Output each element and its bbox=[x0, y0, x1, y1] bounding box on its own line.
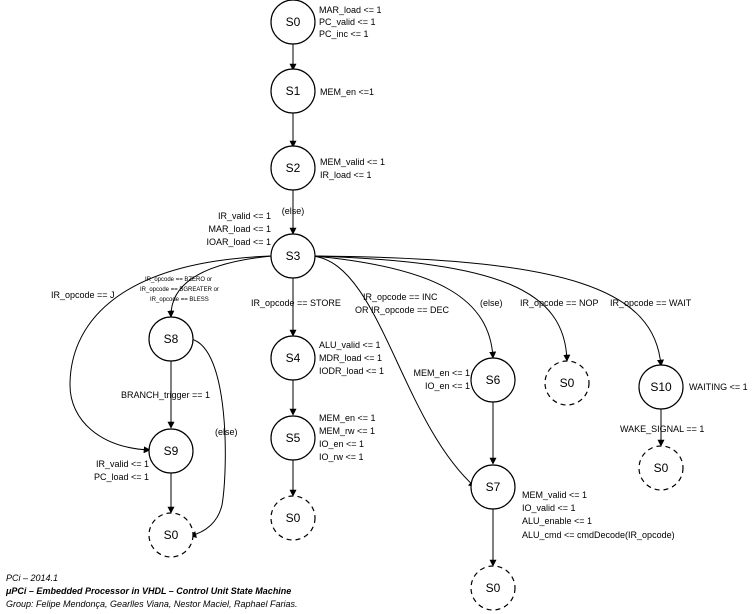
condition-s3-s8-line2: IR_opcode == BGREATER or bbox=[140, 287, 219, 293]
action-text: MDR_load <= 1 bbox=[319, 353, 382, 363]
state-label: S8 bbox=[164, 332, 179, 346]
actions-s3-entry: IR_valid <= 1 MAR_load <= 1 IOAR_load <=… bbox=[206, 211, 271, 247]
state-label: S0 bbox=[486, 581, 501, 595]
action-text: IO_rw <= 1 bbox=[319, 452, 364, 462]
footer-title: μPCi – Embedded Processor in VHDL – Cont… bbox=[6, 586, 292, 596]
state-label: S2 bbox=[286, 161, 301, 175]
action-text: IR_load <= 1 bbox=[320, 170, 372, 180]
condition-s3-s7-line1: IR_opcode == INC bbox=[363, 292, 438, 302]
action-text: MEM_en <=1 bbox=[320, 87, 374, 97]
action-text: ALU_enable <= 1 bbox=[522, 516, 592, 526]
action-text: PC_load <= 1 bbox=[94, 472, 149, 482]
action-text: MEM_en <= 1 bbox=[413, 368, 470, 378]
footer-course: PCi – 2014.1 bbox=[6, 573, 59, 583]
action-text: ALU_cmd <= cmdDecode(IR_opcode) bbox=[522, 530, 675, 540]
edge-s3-s10 bbox=[313, 255, 664, 367]
action-text: IO_en <= 1 bbox=[425, 381, 470, 391]
state-label: S0 bbox=[560, 376, 575, 390]
actions-s7: MEM_valid <= 1 IO_valid <= 1 ALU_enable … bbox=[522, 490, 675, 540]
action-text: MEM_valid <= 1 bbox=[522, 490, 587, 500]
action-text: IR_valid <= 1 bbox=[218, 211, 271, 221]
condition-s3-s7-line2: OR IR_opcode == DEC bbox=[355, 305, 450, 315]
state-label: S7 bbox=[486, 480, 501, 494]
condition-s10-s0: WAKE_SIGNAL == 1 bbox=[620, 424, 704, 434]
state-label: S6 bbox=[486, 373, 501, 387]
state-label: S0 bbox=[654, 461, 669, 475]
state-label: S5 bbox=[286, 431, 301, 445]
transitions bbox=[69, 44, 665, 567]
action-text: MAR_load <= 1 bbox=[208, 224, 271, 234]
edge-s3-nop bbox=[313, 255, 571, 362]
action-text: IO_en <= 1 bbox=[319, 439, 364, 449]
action-text: PC_valid <= 1 bbox=[319, 17, 376, 27]
edge-s3-s8 bbox=[167, 255, 273, 318]
edge-s8-s0 bbox=[189, 338, 226, 538]
state-label: S9 bbox=[164, 444, 179, 458]
state-s7: S7 bbox=[470, 464, 516, 510]
state-s5: S5 bbox=[270, 415, 316, 461]
state-label: S1 bbox=[286, 84, 301, 98]
condition-s3-s9: IR_opcode == J bbox=[51, 290, 115, 300]
action-text: PC_inc <= 1 bbox=[319, 29, 369, 39]
action-text: IR_valid <= 1 bbox=[96, 459, 149, 469]
state-label: S3 bbox=[286, 249, 301, 263]
action-text: ALU_valid <= 1 bbox=[319, 340, 381, 350]
state-s10-end: S0 bbox=[638, 445, 684, 491]
state-s6: S6 bbox=[470, 357, 516, 403]
actions-s6: MEM_en <= 1 IO_en <= 1 bbox=[413, 368, 470, 391]
action-text: MEM_rw <= 1 bbox=[319, 426, 375, 436]
state-label: S0 bbox=[286, 15, 301, 29]
condition-s3-s4: IR_opcode == STORE bbox=[251, 298, 341, 308]
actions-s10: WAITING <= 1 bbox=[689, 382, 748, 392]
action-text: WAITING <= 1 bbox=[689, 382, 748, 392]
state-s9-end: S0 bbox=[148, 512, 194, 558]
condition-s3-nop: IR_opcode == NOP bbox=[520, 298, 599, 308]
actions-s0: MAR_load <= 1 PC_valid <= 1 PC_inc <= 1 bbox=[319, 5, 382, 39]
actions-s1: MEM_en <=1 bbox=[320, 87, 374, 97]
action-text: MEM_valid <= 1 bbox=[320, 157, 385, 167]
state-s10: S10 bbox=[638, 364, 684, 410]
state-s7-end: S0 bbox=[470, 565, 516, 611]
state-s2: S2 bbox=[270, 145, 316, 191]
action-text: IO_valid <= 1 bbox=[522, 503, 576, 513]
state-s3: S3 bbox=[270, 233, 316, 279]
state-label: S4 bbox=[286, 351, 301, 365]
footer-group: Group: Felipe Mendonça, Gearlles Viana, … bbox=[6, 599, 298, 609]
action-text: MAR_load <= 1 bbox=[319, 5, 382, 15]
action-text: MEM_en <= 1 bbox=[319, 413, 376, 423]
actions-s4: ALU_valid <= 1 MDR_load <= 1 IODR_load <… bbox=[319, 340, 384, 376]
state-label: S0 bbox=[164, 528, 179, 542]
actions-s5: MEM_en <= 1 MEM_rw <= 1 IO_en <= 1 IO_rw… bbox=[319, 413, 376, 462]
state-s1: S1 bbox=[270, 68, 316, 114]
condition-s3-s6: (else) bbox=[480, 298, 503, 308]
state-nop-end: S0 bbox=[544, 360, 590, 406]
state-s5-end: S0 bbox=[270, 495, 316, 541]
action-text: IODR_load <= 1 bbox=[319, 366, 384, 376]
condition-s3-s10: IR_opcode == WAIT bbox=[610, 298, 692, 308]
actions-s2: MEM_valid <= 1 IR_load <= 1 bbox=[320, 157, 385, 180]
condition-s3-s8-line1: IR_opcode == BZERO or bbox=[145, 277, 212, 283]
action-text: IOAR_load <= 1 bbox=[206, 237, 271, 247]
edge-s3-s7 bbox=[311, 255, 476, 488]
state-label: S0 bbox=[286, 511, 301, 525]
edge-s3-s6 bbox=[313, 255, 497, 359]
condition-s8-s0: (else) bbox=[215, 427, 238, 437]
conditions: (else) IR_opcode == J IR_opcode == BZERO… bbox=[51, 206, 704, 437]
condition-s8-s9: BRANCH_trigger == 1 bbox=[121, 390, 210, 400]
actions-s9: IR_valid <= 1 PC_load <= 1 bbox=[94, 459, 149, 482]
state-s8: S8 bbox=[148, 316, 194, 362]
state-s4: S4 bbox=[270, 335, 316, 381]
state-label: S10 bbox=[650, 380, 672, 394]
state-s0: S0 bbox=[270, 0, 316, 45]
condition-s2-s3: (else) bbox=[282, 206, 305, 216]
state-s9: S9 bbox=[148, 428, 194, 474]
condition-s3-s8-line3: IR_opcode == BLESS bbox=[150, 297, 209, 303]
edge-s3-s9 bbox=[69, 255, 272, 454]
